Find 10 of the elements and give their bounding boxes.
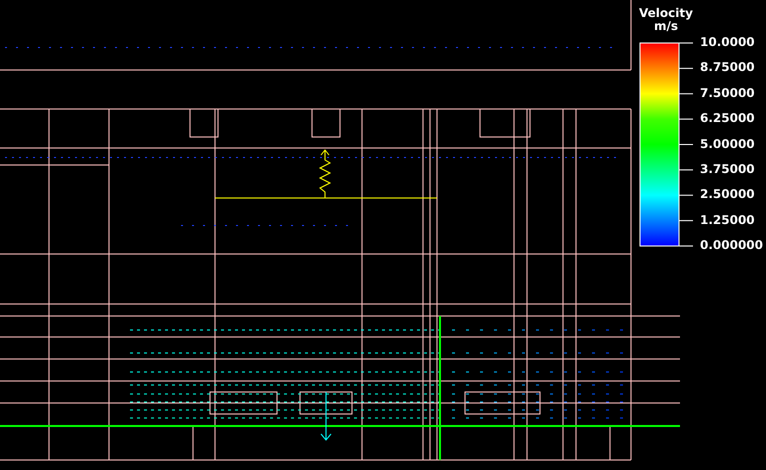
tick-label: 2.50000 (700, 188, 755, 202)
tick-label: 3.75000 (700, 162, 755, 176)
tick-label: 0.000000 (700, 239, 764, 252)
tick-label: 7.50000 (700, 86, 755, 100)
tick-label: 8.75000 (700, 61, 755, 74)
tick-label: 5.00000 (700, 138, 755, 150)
tick-label: 1.25000 (700, 214, 755, 227)
tick-label: 6.25000 (700, 112, 755, 126)
scale-title: Velocity m/s (638, 7, 694, 33)
tick-label: 10.0000 (700, 36, 755, 49)
